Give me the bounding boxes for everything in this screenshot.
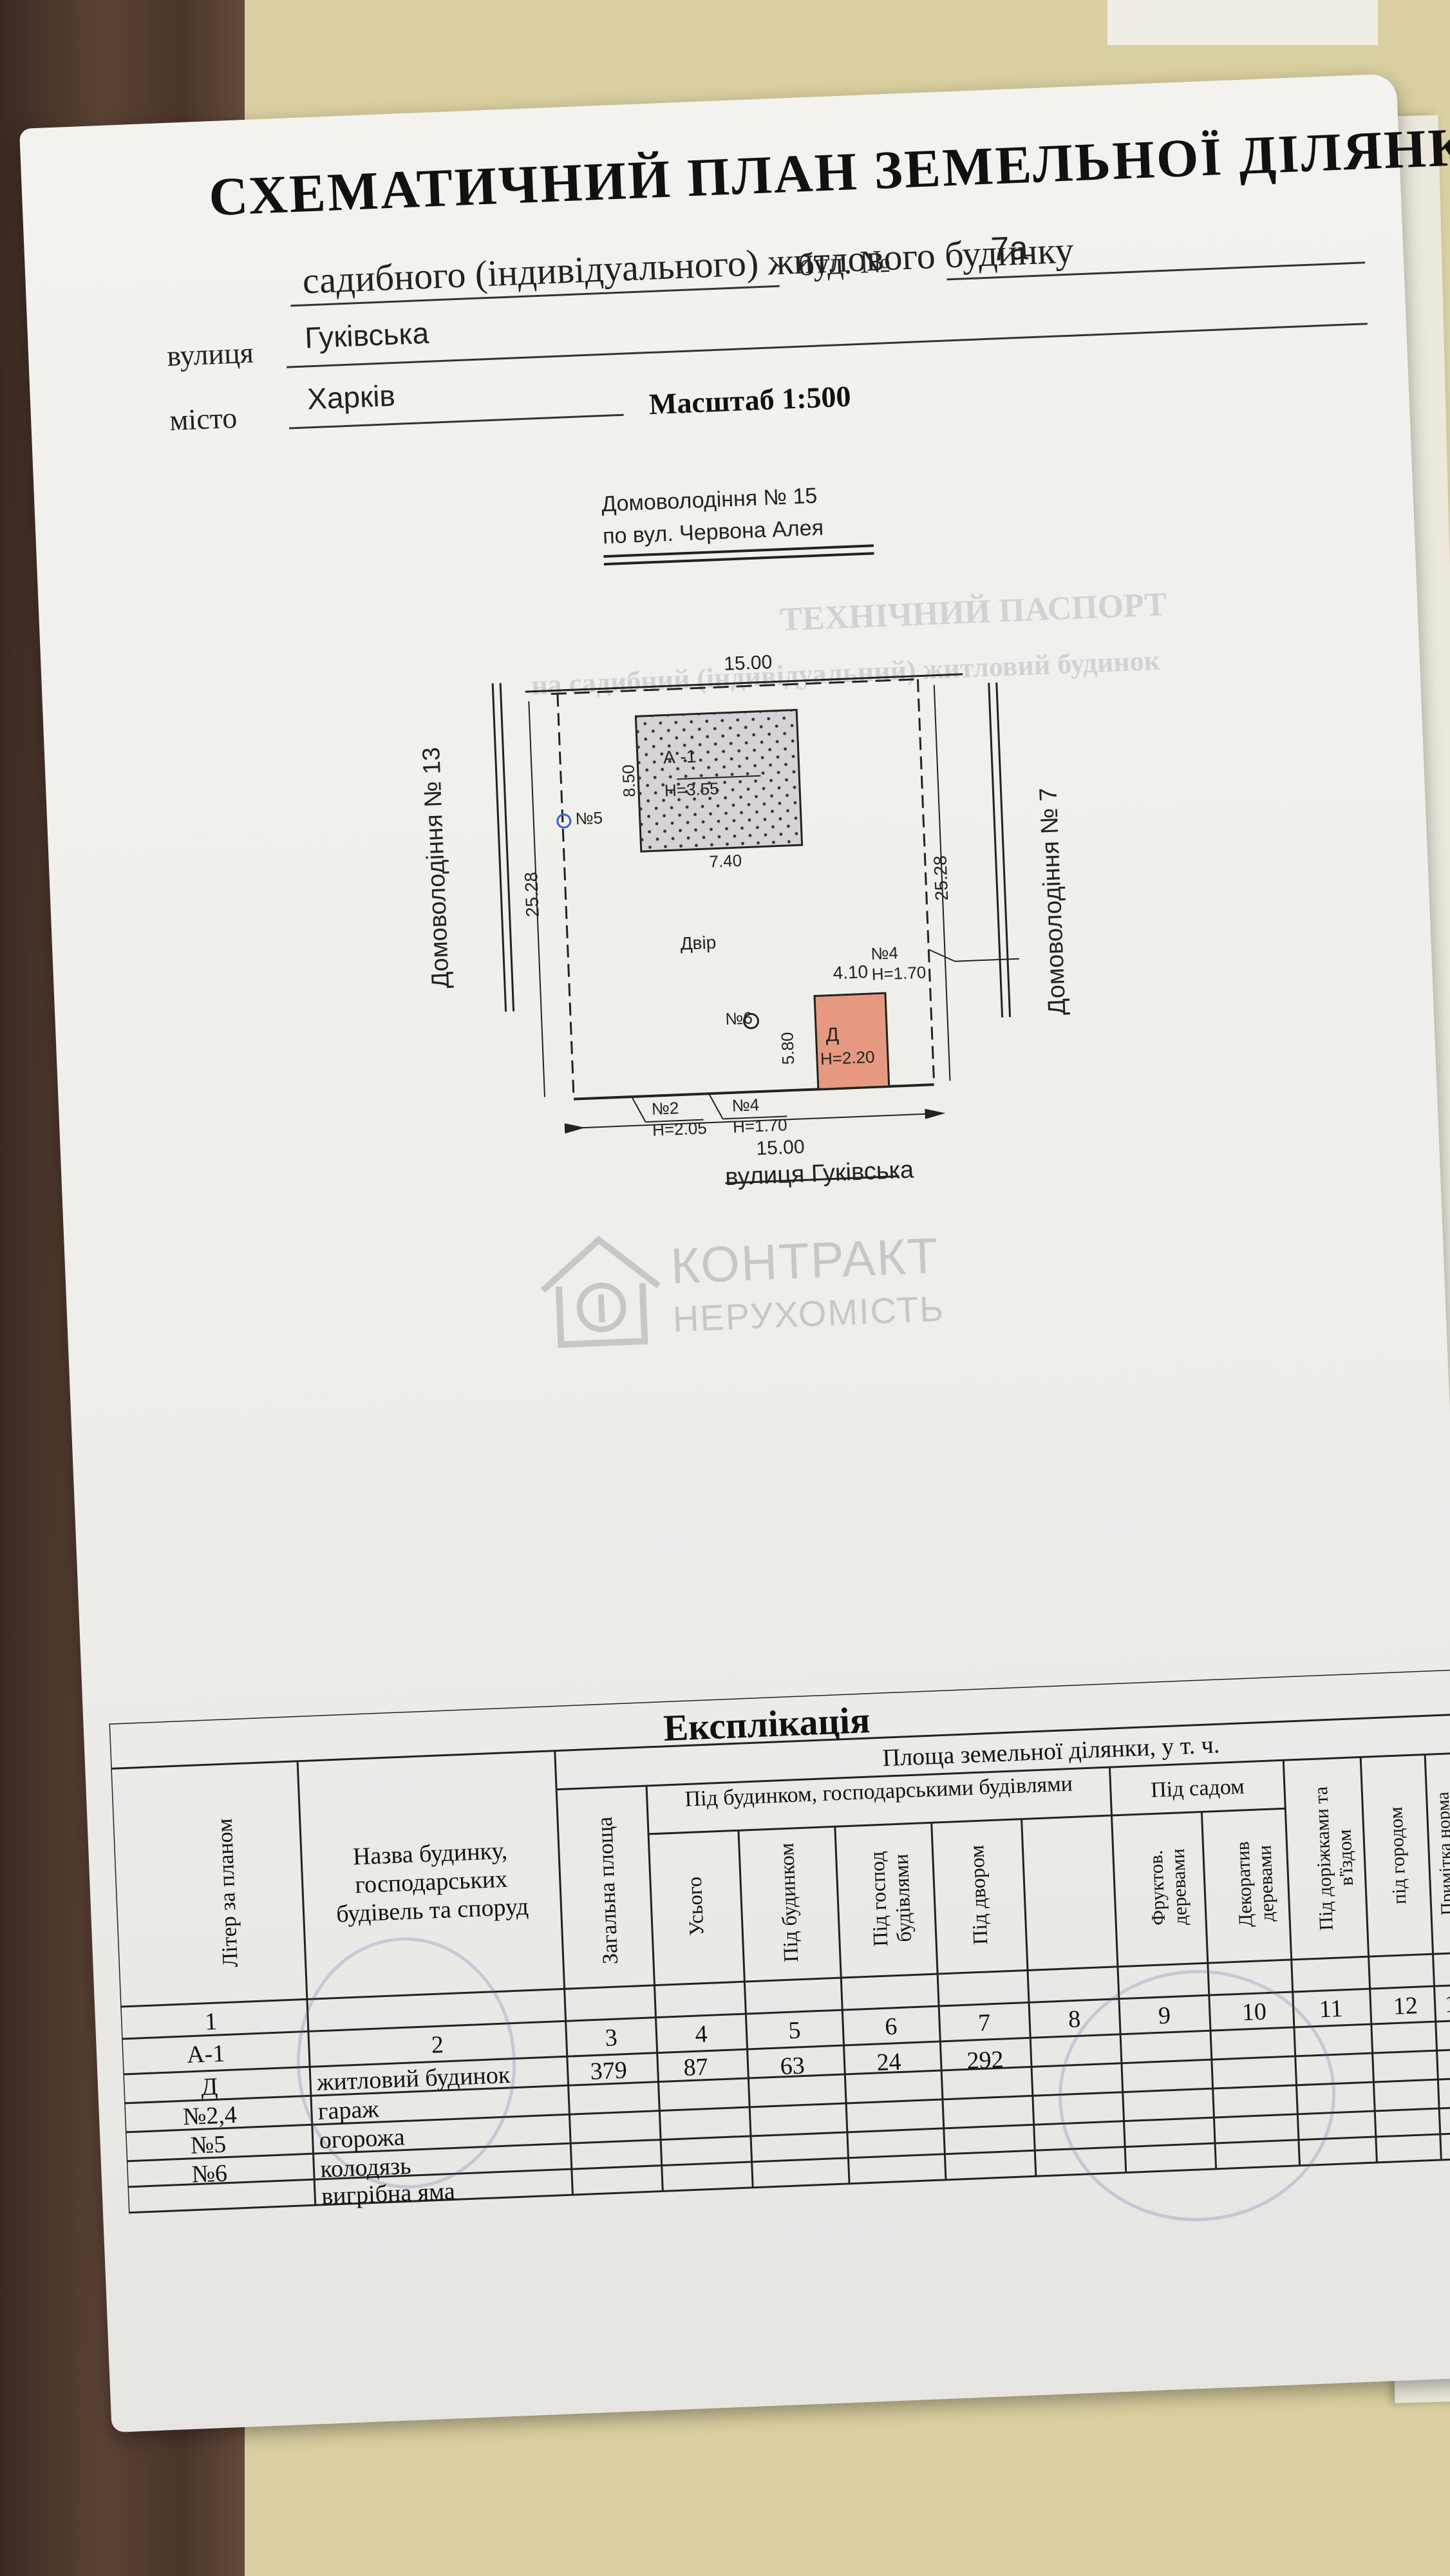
cesspit-marker	[743, 1013, 760, 1030]
well-marker	[556, 813, 572, 829]
city-value: Харків	[306, 378, 396, 416]
north-boundary	[551, 677, 921, 696]
west-neighbor-label: Домоволодіння № 13	[418, 746, 455, 989]
header-roads: Під доріжками та в'їздом	[1310, 1786, 1358, 1931]
west-dimension-line	[528, 701, 545, 1097]
leader-n4-bottom	[708, 1093, 724, 1119]
gate-fence-height: Н=2.05	[652, 1118, 708, 1140]
colnum-10: 10	[1241, 1998, 1267, 2027]
agency-watermark: КОНТРАКТ НЕРУХОМІСТЬ	[527, 1211, 995, 1359]
gate-fence-number: №2	[651, 1098, 679, 1119]
building-number-value: 7а	[990, 229, 1029, 269]
value-under-buildings: 87	[683, 2053, 709, 2082]
header-under-farm: Під господ будівлями	[865, 1850, 916, 1947]
street-fence-number: №4	[731, 1095, 760, 1115]
house-height: Н=3.55	[664, 779, 720, 800]
right-fence-number: №4	[870, 943, 899, 963]
colnum-1: 1	[204, 2008, 218, 2036]
street-underline	[287, 323, 1368, 368]
row-name-fence: огорожа	[318, 2123, 406, 2154]
row-liter-n24: №2,4	[182, 2101, 238, 2131]
document-subtitle: садибного (індивідуального) житлового бу…	[301, 229, 1075, 302]
top-dimension-line	[525, 673, 963, 693]
explication-title: Експлікація	[663, 1698, 871, 1749]
row-liter-a1: А-1	[186, 2040, 226, 2069]
house-depth: 8.50	[618, 764, 639, 798]
garage-width: 4.10	[833, 961, 869, 983]
colnum-9: 9	[1158, 2002, 1171, 2030]
house-logo-icon	[540, 1235, 661, 1348]
right-fence-height: Н=1.70	[871, 962, 927, 984]
east-boundary	[916, 679, 936, 1085]
street-underline-plan	[725, 1175, 899, 1184]
north-neighbor-underline-2	[603, 552, 874, 566]
background-paper-top	[1107, 0, 1378, 45]
table-grid	[109, 1669, 1450, 2214]
city-label: місто	[169, 401, 238, 437]
watermark-line1: КОНТРАКТ	[669, 1227, 941, 1294]
yard-label: Двір	[679, 932, 717, 954]
colnum-2: 2	[431, 2031, 444, 2059]
street-label: вулиця	[166, 336, 254, 373]
document-title: СХЕМАТИЧНИЙ ПЛАН ЗЕМЕЛЬНОЇ ДІЛЯНКИ	[207, 115, 1450, 228]
row-liter-d: Д	[200, 2073, 219, 2101]
city-underline	[288, 413, 624, 430]
garage-depth: 5.80	[777, 1032, 798, 1065]
bottom-dimension-value: 15.00	[755, 1136, 805, 1160]
value-under-yard: 292	[966, 2046, 1004, 2075]
site-plan-drawing	[491, 544, 1020, 1184]
colnum-8: 8	[1068, 2005, 1081, 2033]
building-number-label: буд. №	[797, 242, 891, 283]
west-neighbor-line-1	[491, 683, 507, 1012]
house-label-divider	[677, 775, 761, 780]
value-under-house: 63	[779, 2052, 805, 2080]
colnum-13: 13	[1444, 1989, 1450, 2018]
garage-height: Н=2.20	[820, 1046, 876, 1069]
cesspit-number: №6	[724, 1008, 753, 1029]
value-under-farm: 24	[876, 2048, 902, 2076]
value-total-area: 379	[589, 2056, 628, 2085]
garage-d	[813, 992, 890, 1090]
house-width: 7.40	[708, 850, 742, 871]
east-dimension-value: 25.28	[930, 855, 952, 902]
leader-n4-right	[928, 949, 956, 962]
colnum-12: 12	[1392, 1992, 1418, 2020]
row-liter-n6: №6	[191, 2159, 228, 2188]
header-fruit-trees: Фруктов. деревами	[1145, 1848, 1192, 1926]
colnum-7: 7	[977, 2009, 992, 2037]
header-name: Назва будинку, господарських будівель та…	[335, 1837, 529, 1928]
leader-n4-right-shelf	[955, 958, 1020, 962]
well-number: №5	[575, 808, 603, 829]
explication-table: Експлікація Літер за планом Назва будинк…	[109, 1669, 1450, 2227]
leader-n2	[631, 1096, 646, 1122]
east-neighbor-line-2	[995, 682, 1012, 1018]
document-sheet: ТЕХНІЧНИЙ ПАСПОРТ на садибний (індивідуа…	[19, 73, 1450, 2433]
colnum-4: 4	[694, 2020, 708, 2049]
west-dimension-value: 25.28	[520, 871, 543, 918]
house-label: А -1	[663, 746, 697, 768]
scale-label: Масштаб 1:500	[648, 379, 852, 421]
street-value: Гуківська	[304, 316, 430, 355]
east-neighbor-line-1	[988, 683, 1004, 1018]
north-neighbor-underline	[603, 544, 874, 558]
top-dimension-value: 15.00	[723, 651, 773, 675]
colnum-6: 6	[884, 2012, 898, 2041]
west-boundary	[556, 694, 575, 1099]
row-name-garage: гараж	[317, 2096, 380, 2125]
colnum-5: 5	[787, 2016, 802, 2045]
row-liter-n5: №5	[190, 2130, 227, 2159]
garage-label: Д	[825, 1024, 840, 1046]
bottom-dimension-line	[564, 1108, 946, 1134]
west-neighbor-line-2	[499, 683, 515, 1012]
colnum-3: 3	[604, 2024, 618, 2052]
header-decor-trees: Декоратив деревами	[1232, 1841, 1279, 1928]
street-fence-height: Н=1.70	[732, 1115, 788, 1137]
east-dimension-line	[933, 685, 951, 1081]
colnum-11: 11	[1318, 1994, 1344, 2023]
house-a1-hatch	[636, 710, 802, 852]
watermark-line2: НЕРУХОМІСТЬ	[672, 1287, 946, 1340]
row-name-cesspit: вигрібна яма	[321, 2177, 456, 2210]
